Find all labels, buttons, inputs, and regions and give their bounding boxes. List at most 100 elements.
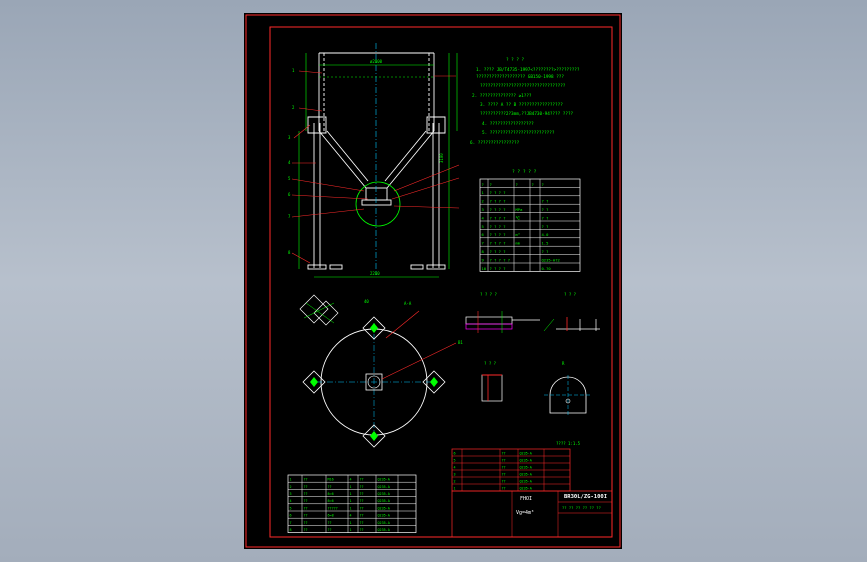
table-cell: 1: [290, 478, 292, 482]
svg-text:B1: B1: [458, 340, 463, 345]
table-cell: ? ? ? ?: [490, 215, 506, 220]
table-cell: 1: [350, 492, 352, 496]
drawing-canvas[interactable]: ø2000 2200 3100 1 2 3 4: [244, 13, 622, 549]
table-cell: 1.5: [542, 241, 549, 246]
table-cell: Q235-A: [520, 472, 532, 476]
note-line: ??????????????????? GB150-1998 ???: [476, 74, 564, 80]
inner-border: [269, 26, 613, 538]
svg-text:3100: 3100: [439, 153, 444, 163]
note-line: 3. ???? A ?? B ?????????????????: [480, 102, 563, 108]
table-cell: 4: [482, 215, 485, 220]
table-cell: 7: [482, 241, 484, 246]
table-cell: ? ? ? ?: [490, 224, 506, 229]
table-cell: ??: [360, 506, 364, 510]
table-cell: ? ? ? ? ?: [490, 257, 511, 262]
table-cell: Q235-A: [378, 521, 390, 525]
table-cell: 10: [482, 266, 487, 271]
lug-detail: [299, 294, 339, 326]
svg-text:6: 6: [288, 192, 291, 197]
table-cell: ??: [502, 465, 506, 469]
table-cell: 2: [454, 479, 456, 483]
table-cell: ??: [304, 499, 308, 503]
table-cell: ??: [328, 521, 332, 525]
svg-text:1: 1: [292, 68, 295, 73]
outer-border: [245, 14, 621, 548]
table-cell: ??: [502, 458, 506, 462]
table-cell: Q235-A: [378, 514, 390, 518]
params-table-title: ? ? ? ? ?: [512, 169, 537, 175]
scale-note: ???? 1:1.5: [556, 441, 581, 446]
table-cell: ??: [360, 499, 364, 503]
svg-text:2: 2: [292, 105, 295, 110]
leader-lines: [291, 70, 460, 264]
table-cell: ??: [360, 485, 364, 489]
table-cell: 1: [350, 521, 352, 525]
table-cell: 4.0: [542, 232, 550, 237]
table-cell: Q235-A?2: [542, 257, 560, 262]
table-cell: ??: [502, 451, 506, 455]
svg-text:5: 5: [288, 176, 291, 181]
table-cell: 6: [290, 514, 292, 518]
svg-text:? ? ? ?: ? ? ? ?: [480, 292, 497, 297]
svg-text:A-A: A-A: [404, 301, 412, 306]
table-cell: 1: [350, 506, 352, 510]
table-cell: 1: [350, 528, 352, 532]
svg-text:4: 4: [288, 160, 291, 165]
table-cell: Q235-A: [378, 506, 390, 510]
table-cell: ??: [328, 485, 332, 489]
note-line: 6. ????????????????: [470, 140, 520, 146]
table-cell: ? ? ? ?: [490, 207, 506, 212]
table-cell: ??: [360, 492, 364, 496]
leader-labels: 1 2 3 4 5 6 7 8: [288, 68, 295, 255]
table-cell: 9: [482, 257, 485, 262]
elevation-view: [307, 52, 446, 270]
title-block: 6??Q235-A5??Q235-A4??Q235-A3??Q235-A2??Q…: [451, 448, 613, 538]
table-cell: Q235-A: [520, 451, 532, 455]
table-cell: 8: [290, 528, 292, 532]
table-cell: 6: [454, 451, 456, 455]
table-cell: ??: [304, 492, 308, 496]
table-cell: 2: [482, 199, 484, 204]
table-cell: ?????: [328, 506, 338, 510]
table-cell: 4: [350, 514, 352, 518]
table-cell: ??: [502, 479, 506, 483]
svg-text:2200: 2200: [370, 271, 380, 276]
table-cell: ? ?: [542, 199, 549, 204]
table-cell: 5: [482, 224, 484, 229]
table-cell: 4: [290, 499, 292, 503]
svg-text:8: 8: [288, 250, 291, 255]
table-header-cell: ?: [542, 182, 544, 187]
svg-text:3: 3: [288, 135, 291, 140]
table-cell: Q235-A: [378, 528, 390, 532]
table-cell: ? ? ? ?: [490, 266, 506, 271]
table-cell: Q235-A: [520, 479, 532, 483]
drawing-sheet[interactable]: ø2000 2200 3100 1 2 3 4: [244, 13, 622, 549]
table-header-cell: ?: [516, 182, 518, 187]
table-cell: ? ?: [542, 224, 549, 229]
table-cell: 5: [454, 458, 456, 462]
table-cell: MPa: [516, 207, 523, 212]
table-cell: 6: [482, 232, 485, 237]
svg-text:R: R: [562, 361, 565, 366]
note-line: ?????????????????????????????????: [480, 83, 566, 89]
svg-text:ø2000: ø2000: [370, 59, 383, 64]
table-cell: 5: [290, 506, 292, 510]
table-cell: ? ?: [542, 207, 549, 212]
table-cell: ??: [502, 486, 506, 490]
drawing-number: BR30L/ZG-100I: [564, 494, 607, 500]
note-line: 4. ?????????????????: [482, 121, 534, 127]
table-cell: ??: [360, 478, 364, 482]
table-cell: Q235-A: [378, 478, 390, 482]
table-cell: 0.70: [542, 266, 552, 271]
svg-text:7: 7: [288, 214, 291, 219]
table-header-cell: ?: [532, 182, 534, 187]
table-cell: 7: [290, 521, 292, 525]
table-cell: ? ? ? ?: [490, 190, 506, 195]
plan-view: B1 A-A: [302, 301, 463, 448]
table-cell: ? ? ? ?: [490, 249, 506, 254]
table-cell: δ=6: [328, 499, 334, 503]
svg-text:? ? ?: ? ? ?: [484, 361, 497, 366]
table-cell: Q235-A: [520, 465, 532, 469]
